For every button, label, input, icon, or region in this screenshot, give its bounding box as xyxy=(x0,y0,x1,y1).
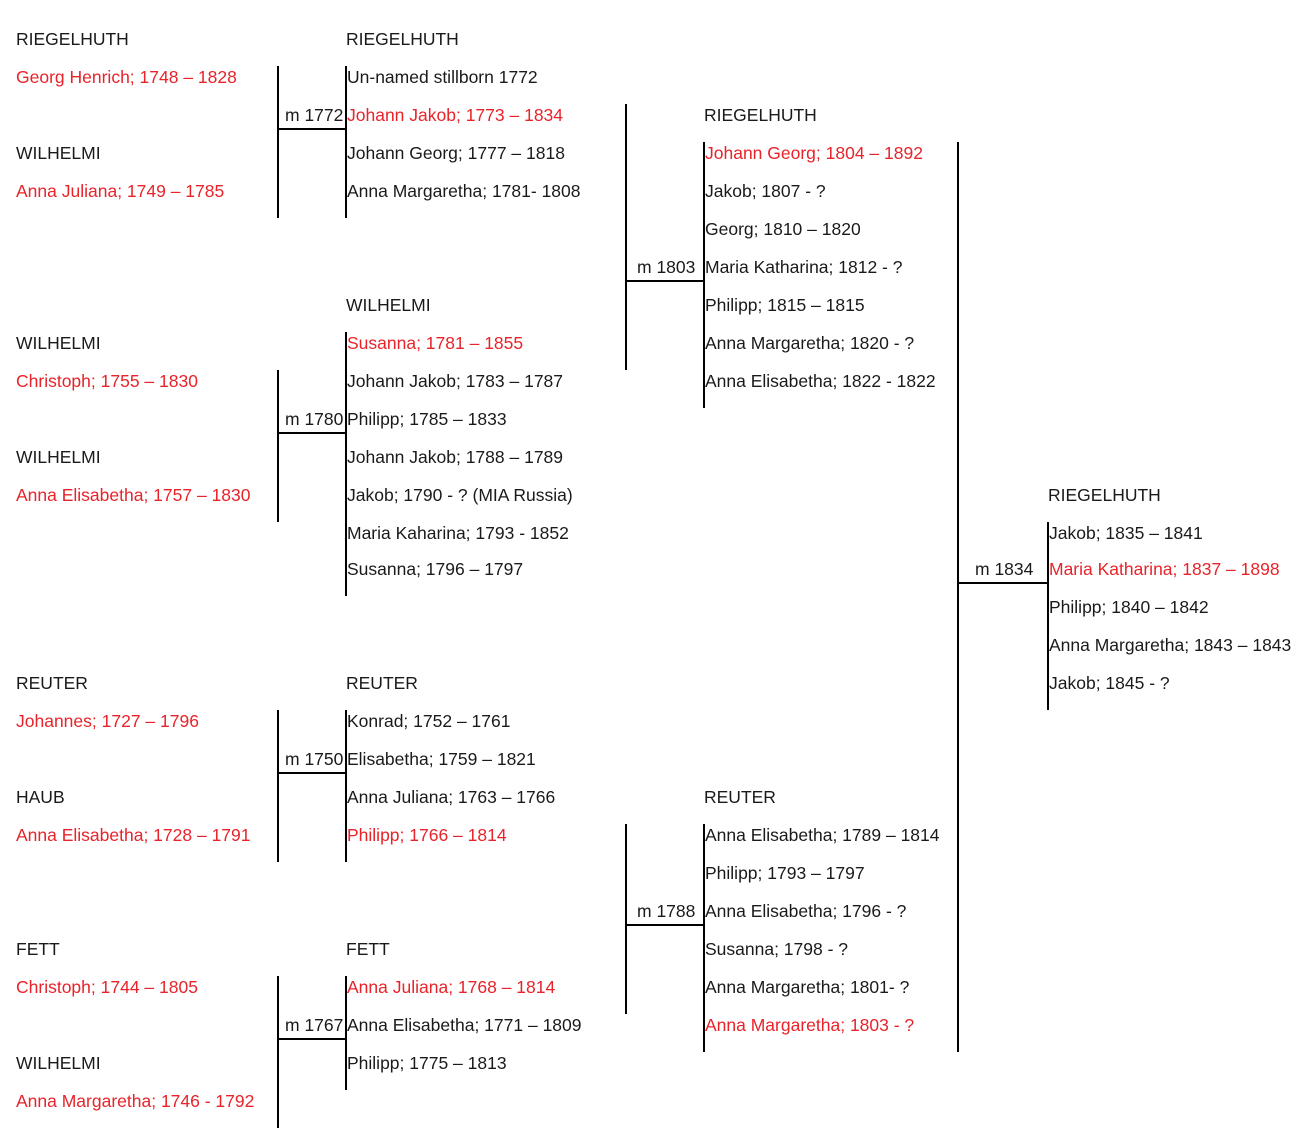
children-bracket-line xyxy=(1047,522,1049,710)
marriage-label: m 1834 xyxy=(975,559,1034,579)
couple-bracket-line xyxy=(625,824,627,1014)
child-name: Anna Juliana; 1763 – 1766 xyxy=(347,787,556,807)
couple-bracket-line xyxy=(277,976,279,1128)
children-bracket-line xyxy=(703,142,705,408)
person-name: Johannes; 1727 – 1796 xyxy=(16,711,199,731)
child-name: Georg; 1810 – 1820 xyxy=(705,219,861,239)
marriage-label: m 1780 xyxy=(285,409,344,429)
person-name: Anna Elisabetha; 1728 – 1791 xyxy=(16,825,251,845)
couple-bracket-line xyxy=(625,104,627,370)
surname-label: WILHELMI xyxy=(16,333,101,353)
child-name: Johann Jakob; 1773 – 1834 xyxy=(347,105,564,125)
child-name: Johann Georg; 1777 – 1818 xyxy=(347,143,565,163)
marriage-connector-line xyxy=(277,772,347,774)
child-name: Anna Elisabetha; 1796 - ? xyxy=(705,901,907,921)
surname-label: FETT xyxy=(16,939,60,959)
marriage-connector-line xyxy=(277,432,347,434)
surname-label: WILHELMI xyxy=(16,1053,101,1073)
marriage-label: m 1803 xyxy=(637,257,696,277)
couple-bracket-line xyxy=(277,66,279,218)
child-name: Anna Elisabetha; 1789 – 1814 xyxy=(705,825,940,845)
child-name: Anna Margaretha; 1843 – 1843 xyxy=(1049,635,1292,655)
child-name: Jakob; 1790 - ? (MIA Russia) xyxy=(347,485,573,505)
family-surname-heading: RIEGELHUTH xyxy=(346,29,459,49)
child-name: Anna Margaretha; 1803 - ? xyxy=(705,1015,915,1035)
child-name: Anna Margaretha; 1781- 1808 xyxy=(347,181,581,201)
child-name: Philipp; 1785 – 1833 xyxy=(347,409,507,429)
children-bracket-line xyxy=(345,710,347,862)
children-bracket-line xyxy=(345,66,347,218)
family-surname-heading: REUTER xyxy=(346,673,418,693)
person-name: Anna Elisabetha; 1757 – 1830 xyxy=(16,485,251,505)
child-name: Maria Katharina; 1837 – 1898 xyxy=(1049,559,1280,579)
couple-bracket-line xyxy=(277,370,279,522)
child-name: Susanna; 1781 – 1855 xyxy=(347,333,524,353)
child-name: Jakob; 1807 - ? xyxy=(705,181,826,201)
couple-bracket-line xyxy=(277,710,279,862)
child-name: Un-named stillborn 1772 xyxy=(347,67,538,87)
children-bracket-line xyxy=(345,976,347,1090)
child-name: Elisabetha; 1759 – 1821 xyxy=(347,749,536,769)
child-name: Maria Katharina; 1812 - ? xyxy=(705,257,903,277)
surname-label: REUTER xyxy=(16,673,88,693)
children-bracket-line xyxy=(703,824,705,1052)
family-surname-heading: FETT xyxy=(346,939,390,959)
marriage-connector-line xyxy=(277,128,347,130)
family-surname-heading: RIEGELHUTH xyxy=(704,105,817,125)
child-name: Philipp; 1793 – 1797 xyxy=(705,863,865,883)
children-bracket-line xyxy=(345,332,347,596)
marriage-label: m 1767 xyxy=(285,1015,344,1035)
person-name: Christoph; 1755 – 1830 xyxy=(16,371,198,391)
child-name: Johann Jakob; 1788 – 1789 xyxy=(347,447,564,467)
child-name: Jakob; 1835 – 1841 xyxy=(1049,523,1203,543)
child-name: Maria Kaharina; 1793 - 1852 xyxy=(347,523,569,543)
surname-label: WILHELMI xyxy=(16,447,101,467)
marriage-label: m 1750 xyxy=(285,749,344,769)
person-name: Anna Margaretha; 1746 - 1792 xyxy=(16,1091,255,1111)
marriage-connector-line xyxy=(625,280,705,282)
family-surname-heading: REUTER xyxy=(704,787,776,807)
child-name: Susanna; 1796 – 1797 xyxy=(347,559,524,579)
person-name: Anna Juliana; 1749 – 1785 xyxy=(16,181,225,201)
marriage-connector-line xyxy=(957,582,1049,584)
marriage-connector-line xyxy=(277,1038,347,1040)
child-name: Philipp; 1840 – 1842 xyxy=(1049,597,1209,617)
marriage-connector-line xyxy=(625,924,705,926)
marriage-label: m 1788 xyxy=(637,901,696,921)
child-name: Susanna; 1798 - ? xyxy=(705,939,849,959)
child-name: Anna Elisabetha; 1771 – 1809 xyxy=(347,1015,582,1035)
surname-label: HAUB xyxy=(16,787,65,807)
child-name: Jakob; 1845 - ? xyxy=(1049,673,1170,693)
child-name: Johann Jakob; 1783 – 1787 xyxy=(347,371,564,391)
child-name: Anna Elisabetha; 1822 - 1822 xyxy=(705,371,936,391)
child-name: Philipp; 1815 – 1815 xyxy=(705,295,865,315)
surname-label: RIEGELHUTH xyxy=(16,29,129,49)
person-name: Christoph; 1744 – 1805 xyxy=(16,977,198,997)
person-name: Georg Henrich; 1748 – 1828 xyxy=(16,67,237,87)
surname-label: WILHELMI xyxy=(16,143,101,163)
family-surname-heading: RIEGELHUTH xyxy=(1048,485,1161,505)
child-name: Philipp; 1766 – 1814 xyxy=(347,825,507,845)
child-name: Anna Margaretha; 1801- ? xyxy=(705,977,910,997)
child-name: Konrad; 1752 – 1761 xyxy=(347,711,511,731)
family-surname-heading: WILHELMI xyxy=(346,295,431,315)
child-name: Anna Juliana; 1768 – 1814 xyxy=(347,977,556,997)
child-name: Anna Margaretha; 1820 - ? xyxy=(705,333,915,353)
marriage-label: m 1772 xyxy=(285,105,344,125)
child-name: Philipp; 1775 – 1813 xyxy=(347,1053,507,1073)
couple-bracket-line xyxy=(957,142,959,1052)
child-name: Johann Georg; 1804 – 1892 xyxy=(705,143,923,163)
